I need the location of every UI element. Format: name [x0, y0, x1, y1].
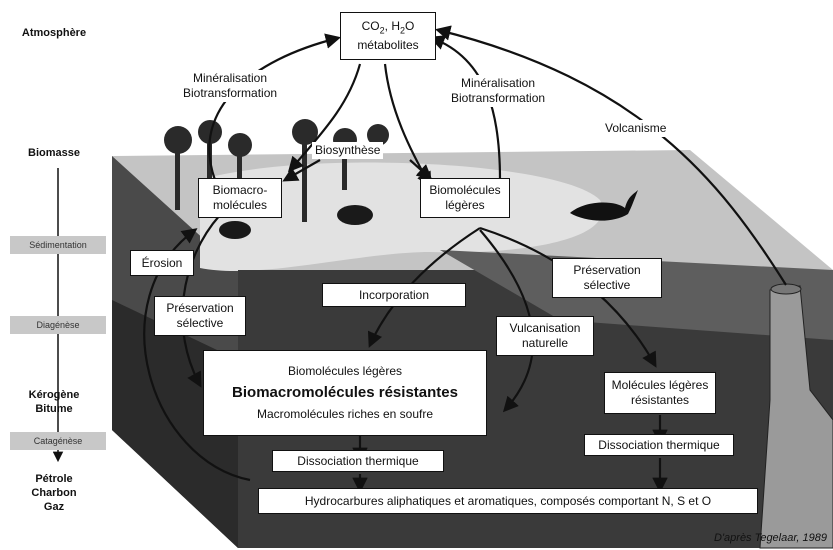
central-kerogen-box: Biomolécules légères Biomacromolécules r…	[203, 350, 487, 436]
biolight-1: Biomolécules	[429, 183, 501, 197]
vulcanisation-label: Vulcanisation naturelle	[496, 316, 594, 356]
vulcanisation-1: Vulcanisation	[509, 321, 581, 335]
central-main-text: Biomacromolécules résistantes	[232, 384, 458, 401]
incorporation-label: Incorporation	[322, 283, 466, 307]
axis-catagenesis: Catagénèse	[10, 432, 106, 450]
block-front-face	[238, 270, 833, 548]
biolight-2: légères	[445, 198, 485, 212]
erosion-label: Érosion	[130, 250, 194, 276]
mineralisation-left-label: Minéralisation Biotransformation	[180, 70, 281, 102]
mineralisation-left-2: Biotransformation	[183, 86, 278, 100]
arrow-biosynthesis-right	[409, 159, 433, 181]
biomacro-1: Biomacro-	[212, 183, 268, 197]
preservation-right-1: Préservation	[573, 263, 641, 277]
preservation-right-label: Préservation sélective	[552, 258, 662, 298]
biomacro-2: molécules	[212, 198, 268, 212]
sep-text: , H	[384, 18, 400, 33]
mineralisation-right-label: Minéralisation Biotransformation	[448, 75, 549, 107]
dissociation-left-box: Dissociation thermique	[272, 450, 444, 472]
co-text: CO	[361, 18, 380, 33]
biomacromolecules-box: Biomacro- molécules	[198, 178, 282, 218]
volcano	[759, 285, 833, 549]
arrow-incorporation	[367, 227, 481, 348]
preservation-right-2: sélective	[583, 278, 631, 292]
preservation-left-2: sélective	[176, 316, 224, 330]
mineralisation-right-1: Minéralisation	[461, 76, 536, 90]
biomolecules-light-box: Biomolécules légères	[420, 178, 510, 218]
arrow-atmo-down-1	[287, 63, 362, 173]
volcanism-label: Volcanisme	[602, 120, 670, 137]
hydrocarbons-box: Hydrocarbures aliphatiques et aromatique…	[258, 488, 758, 514]
axis-sedimentation: Sédimentation	[10, 236, 106, 254]
light-resistant-box: Molécules légères résistantes	[604, 372, 716, 414]
axis-coal: Charbon	[31, 487, 77, 499]
axis-diagenesis: Diagénèse	[10, 316, 106, 334]
preservation-left-label: Préservation sélective	[154, 296, 246, 336]
axis-gas: Gaz	[43, 501, 65, 513]
axis-petroleum: Pétrole	[35, 473, 73, 485]
central-bottom-text: Macromolécules riches en soufre	[256, 407, 434, 421]
o-text: O	[405, 18, 415, 33]
light-resistant-1: Molécules légères	[611, 378, 709, 392]
metabolites-text: métabolites	[357, 38, 419, 53]
co2-h2o-line: CO2, H2O	[362, 19, 415, 38]
dissociation-right-box: Dissociation thermique	[584, 434, 734, 456]
axis-biomass: Biomasse	[28, 147, 80, 159]
axis-bitumen: Bitume	[35, 403, 73, 415]
mineralisation-left-1: Minéralisation	[193, 71, 268, 85]
central-top-text: Biomolécules légères	[287, 364, 403, 378]
preservation-left-1: Préservation	[166, 301, 234, 315]
vulcanisation-2: naturelle	[521, 336, 569, 350]
axis-kerogen: Kérogène	[28, 389, 80, 401]
credit-text: D'après Tegelaar, 1989	[714, 532, 827, 544]
biosynthesis-label: Biosynthèse	[312, 142, 384, 159]
animals-icon	[219, 205, 373, 239]
arrow-biosynthesis-left	[282, 159, 321, 182]
atmosphere-box: CO2, H2O métabolites	[340, 12, 436, 60]
sub-2a: 2	[379, 25, 385, 36]
whale-icon	[570, 190, 638, 221]
mineralisation-right-2: Biotransformation	[451, 91, 546, 105]
axis-atmosphere: Atmosphère	[21, 27, 87, 39]
light-resistant-2: résistantes	[630, 393, 690, 407]
sub-2b: 2	[400, 25, 406, 36]
